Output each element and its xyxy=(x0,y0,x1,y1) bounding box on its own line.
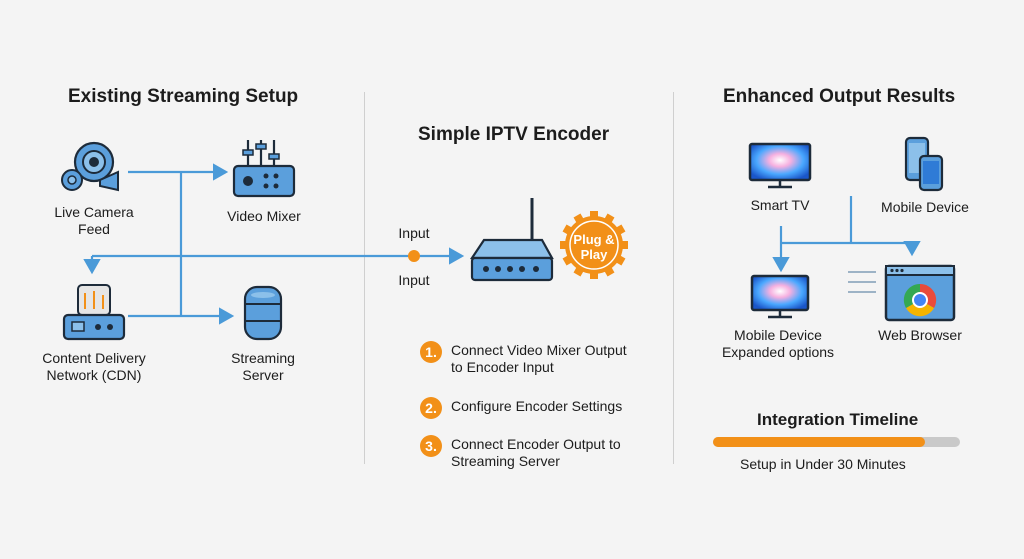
smart-tv-label: Smart TV xyxy=(750,197,810,213)
mobile-device-label: Mobile Device xyxy=(881,199,969,215)
divider-left xyxy=(364,92,365,464)
step-number: 3. xyxy=(420,435,442,457)
smart-tv-icon xyxy=(748,142,812,195)
step-3: 3. Connect Encoder Output to Streaming S… xyxy=(420,435,641,470)
enhanced-output-title: Enhanced Output Results xyxy=(723,86,956,107)
encoder-title: Simple IPTV Encoder xyxy=(418,124,610,145)
cdn-icon xyxy=(62,283,126,348)
encoder-device-icon xyxy=(469,194,554,291)
timeline-progress-fill xyxy=(713,437,926,447)
step-text: Connect Video Mixer Output to Encoder In… xyxy=(451,342,627,375)
mobile-device-icon xyxy=(904,136,944,197)
step-text: Connect Encoder Output to Streaming Serv… xyxy=(451,436,621,469)
step-number: 2. xyxy=(420,397,442,419)
input-label-top: Input xyxy=(398,225,430,241)
timeline-progress-bar xyxy=(713,437,960,447)
web-browser-icon xyxy=(884,264,956,327)
mobile-expanded-icon xyxy=(750,274,810,325)
plug-and-play-badge: Plug & Play xyxy=(560,211,628,279)
video-mixer-label: Video Mixer xyxy=(227,208,301,224)
badge-line-2: Play xyxy=(580,247,608,262)
video-mixer-icon xyxy=(232,138,296,203)
timeline-title: Integration Timeline xyxy=(757,410,919,429)
input-label-bottom: Input xyxy=(398,272,430,288)
badge-line-1: Plug & xyxy=(573,232,615,247)
step-2: 2. Configure Encoder Settings xyxy=(420,397,641,419)
camera-icon xyxy=(60,140,128,201)
step-1: 1. Connect Video Mixer Output to Encoder… xyxy=(420,341,641,376)
divider-right xyxy=(673,92,674,464)
existing-setup-title: Existing Streaming Setup xyxy=(68,86,299,107)
web-browser-label: Web Browser xyxy=(878,327,962,343)
streaming-server-icon xyxy=(243,285,283,346)
step-text: Configure Encoder Settings xyxy=(451,398,623,414)
timeline-caption: Setup in Under 30 Minutes xyxy=(740,456,906,472)
step-number: 1. xyxy=(420,341,442,363)
